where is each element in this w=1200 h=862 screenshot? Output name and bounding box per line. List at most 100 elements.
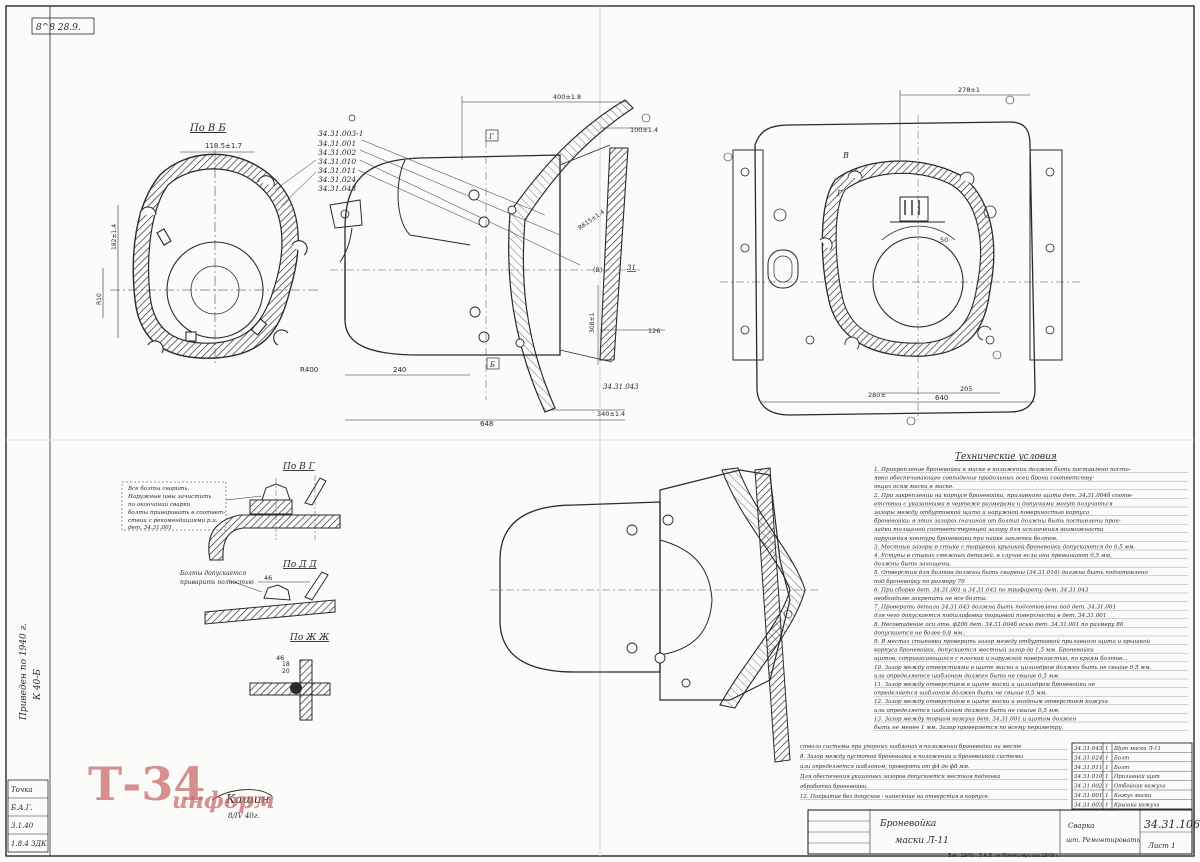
- tech-line: щитов, соприкасающихся с плоской и наруж…: [874, 655, 1128, 662]
- spec-row-name: Кожух маски: [1113, 793, 1151, 799]
- weld-note-4: ствии с рекомендациями р.и.: [128, 518, 218, 524]
- tech-line: 6. При сборке дет. 34.31.001 и 34.31.043…: [874, 586, 1089, 593]
- mid-dim-vert: 308±1: [589, 313, 596, 333]
- weld-note-1: Наружные швы зачистить: [127, 494, 211, 500]
- tech-line: 1. Прикрепление броневойки к маске в пол…: [874, 466, 1131, 473]
- mid-dim-diag: R615±1.4: [577, 208, 606, 231]
- tech-line: броневойки; в этих зазорах (начиная от б…: [874, 518, 1121, 525]
- section-d-label: По Д Д: [282, 560, 317, 570]
- title-note-2: шт. Ремонтировать: [1066, 836, 1141, 844]
- section-zh-label: По Ж Ж: [289, 633, 330, 643]
- spec-row-name: Крышка кожуха: [1113, 802, 1159, 808]
- right-dim-bottom-1: 640: [935, 394, 948, 402]
- tech-line: 9. В местах стыковки проверить зазор меж…: [874, 638, 1150, 645]
- spec-row-name: Отбойник кожуха: [1114, 783, 1165, 790]
- tech-line: нарушения контура броневойки при пайке з…: [874, 535, 1058, 542]
- top-view: [490, 467, 820, 763]
- tech-line: 5. Отверстия для болтов должны быть свар…: [874, 569, 1148, 576]
- tech-line: должны быть зачищены.: [874, 561, 952, 568]
- watermark: Т-34 информ: [88, 757, 275, 814]
- tech-line: или определяется шаблоном должен быть не…: [874, 672, 1060, 679]
- right-dim-top: 278±1: [958, 86, 980, 94]
- stamp-number: 8^8 28.9.: [36, 23, 81, 33]
- signature-date: 8/IV 40г.: [228, 812, 260, 820]
- weld-note-2: по окончании сварки: [128, 502, 191, 508]
- mid-box-f: Г: [488, 133, 494, 141]
- spec-row-code: 34.31.011: [1074, 765, 1102, 771]
- section-dim-3: 20: [282, 668, 290, 675]
- part-number-5: 34.31.024: [318, 175, 356, 184]
- tech-line: необходимо закрепить не все болты.: [874, 595, 988, 602]
- spec-row-qty: 1: [1105, 793, 1109, 799]
- tech-line: 13. Зазор между торцом кожуха дет. 34.31…: [874, 716, 1076, 722]
- part-number-leaders: 34.31.003-1 34.31.001 34.31.002 34.31.01…: [274, 129, 581, 266]
- front-view: 278±1 640 205 280± В Г 50: [720, 86, 1080, 426]
- part-number-1: 34.31.001: [318, 139, 356, 148]
- tech-line: 3. Местные зазоры в стыке с торцевой кры…: [874, 543, 1136, 550]
- title-block: Броневойка маски Л-11 Сварка шт. Ремонти…: [211, 789, 1200, 859]
- left-box-label-1: Б.А.Г.: [10, 804, 33, 812]
- watermark-sub: информ: [172, 788, 275, 814]
- right-mark-g: Г: [836, 189, 843, 198]
- part-number-3: 34.31.010: [318, 157, 356, 166]
- tech-conditions: Технические условия 1. Прикрепление брон…: [799, 452, 1188, 800]
- spec-row-name: Приливной щит: [1113, 774, 1160, 780]
- tech-line: 7. Проверить детали 34.31.043 должна быт…: [874, 604, 1116, 611]
- right-dim-bottom-3: 280±: [868, 391, 886, 399]
- spec-row-qty: 1: [1105, 784, 1109, 790]
- tech-line: 4. Уступы в стыках смежных деталей, в сл…: [873, 553, 1112, 559]
- tech-line: допускается не более 0,8 мм.: [874, 629, 964, 636]
- weld-note-0: Все болты сварить.: [127, 485, 190, 492]
- view-b: По В Б 118.5±1.7 182±1.4 R10 R400: [96, 114, 356, 374]
- section-dim-1: 46: [276, 654, 284, 662]
- weld-note-3: болты приваривать в соответ-: [128, 509, 225, 516]
- bolt-note-1: приварить полностью: [180, 579, 254, 586]
- title-footer: Зак. 1940г. З.К.З. № Министерства 1949 г…: [948, 853, 1060, 859]
- view-b-label: По В Б: [189, 123, 226, 134]
- right-mark-b: В: [842, 151, 849, 160]
- tech-line: явно обеспечивающее совпадение продольны…: [874, 475, 1094, 482]
- view-b-side-dim-1: R10: [96, 293, 103, 305]
- title-note-1: Сварка: [1068, 822, 1094, 830]
- spec-row-code: 34.31.003: [1074, 802, 1103, 808]
- tech-line: 2. При закреплении на корпусе броневойки…: [873, 492, 1133, 499]
- tech-line: корпуса броневойки, допускается местный …: [874, 647, 1094, 654]
- left-vertical-note-2: К 40-Б: [33, 669, 43, 701]
- spec-row-code: 34.31.043: [1074, 746, 1103, 752]
- mid-dim-bottom-2: 340±1.4: [597, 410, 625, 418]
- tech-line: ладки толщиной соответствующей зазору дл…: [874, 527, 1104, 533]
- tech-line: 12. Зазор между отверстием в щите маски …: [874, 699, 1108, 705]
- mid-dim-gap: 100±1.4: [630, 126, 658, 134]
- section-g-label: По В Г: [282, 462, 316, 472]
- bottom-note-line: Для обеспечения указанных зазоров допуск…: [799, 773, 1000, 780]
- tech-line: зазоры между отбуртовкой щита и наружной…: [874, 509, 1089, 516]
- spec-row-qty: 1: [1105, 746, 1109, 752]
- spec-row-name: Болт: [1113, 755, 1129, 761]
- part-number-0: 34.31.003-1: [318, 129, 363, 138]
- section-dim-2: 18: [282, 661, 290, 668]
- bottom-note-line: 12. Покрытие без допусков - нанесение на…: [800, 793, 990, 800]
- side-view: 400±1.8 100±1.4 R615±1.4 240 648 340±1.4…: [329, 93, 665, 428]
- signature: Кашин: [225, 792, 270, 806]
- bottom-note-line: обработка броневойки.: [800, 783, 868, 790]
- view-b-dim: 118.5±1.7: [205, 142, 242, 150]
- mid-part-a: 31: [627, 264, 636, 272]
- part-number-4: 34.31.011: [318, 166, 356, 175]
- view-b-side-dim-2: R400: [300, 366, 318, 374]
- spec-row-code: 34.31.024: [1074, 755, 1103, 761]
- view-b-side-dim-0: 182±1.4: [111, 224, 118, 250]
- left-box-label-3: 1.8.4 ЗДК: [11, 840, 47, 848]
- spec-row-qty: 1: [1105, 802, 1109, 808]
- tech-line: под броневойку по размеру 70: [874, 578, 965, 585]
- right-dim-bottom-2: 205: [960, 385, 972, 393]
- bottom-note-line: ствола системы при упорных шаблонах в по…: [800, 743, 1021, 750]
- right-mark-50: 50: [940, 236, 948, 244]
- stamp-box: [31, 17, 95, 35]
- title-corner: Лист 1: [1147, 842, 1176, 850]
- title-number: 34.31.106: [1144, 818, 1200, 831]
- spec-row-qty: 1: [1105, 755, 1109, 761]
- tech-line: или определяется шаблоном должен быть не…: [874, 707, 1060, 714]
- weld-note-5: дет. 34.31.001: [128, 525, 172, 531]
